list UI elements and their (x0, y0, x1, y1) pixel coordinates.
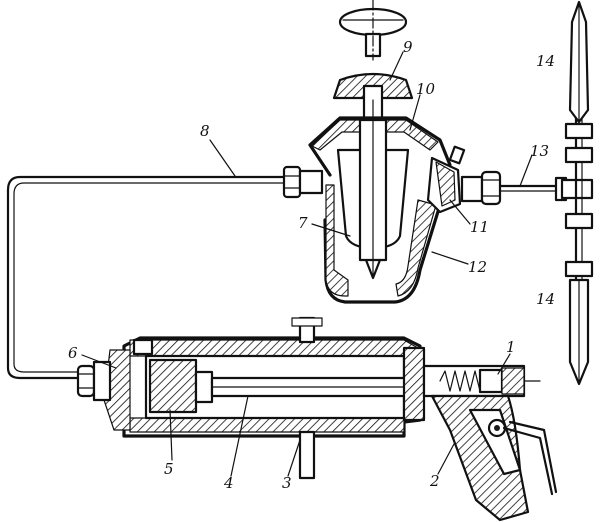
part-labels: 1 2 3 4 5 6 7 8 9 10 11 12 13 14 14 (68, 38, 555, 492)
label-14-top: 14 (536, 52, 555, 70)
label-3: 3 (282, 474, 292, 492)
pipe-8 (6, 175, 290, 380)
leader-lines (81, 51, 533, 477)
left-fitting-6 (76, 338, 154, 402)
label-12: 12 (468, 258, 487, 276)
label-5: 5 (164, 460, 174, 478)
spray-bar (498, 0, 594, 386)
reservoir-assembly (282, 0, 502, 304)
label-14-bottom: 14 (536, 290, 555, 308)
label-8: 8 (200, 122, 210, 140)
label-6: 6 (68, 344, 78, 362)
valve-11 (426, 145, 466, 214)
label-1: 1 (506, 338, 516, 356)
left-fitting (282, 165, 324, 199)
label-9: 9 (403, 38, 413, 56)
label-10: 10 (416, 80, 436, 98)
label-13: 13 (530, 142, 549, 160)
label-2: 2 (429, 472, 440, 490)
label-7: 7 (298, 214, 308, 232)
label-11: 11 (470, 218, 489, 236)
knob (338, 0, 408, 61)
right-fitting (460, 170, 502, 206)
pump-cylinder (76, 316, 541, 480)
pistol-grip (430, 394, 558, 522)
label-4: 4 (223, 474, 234, 492)
